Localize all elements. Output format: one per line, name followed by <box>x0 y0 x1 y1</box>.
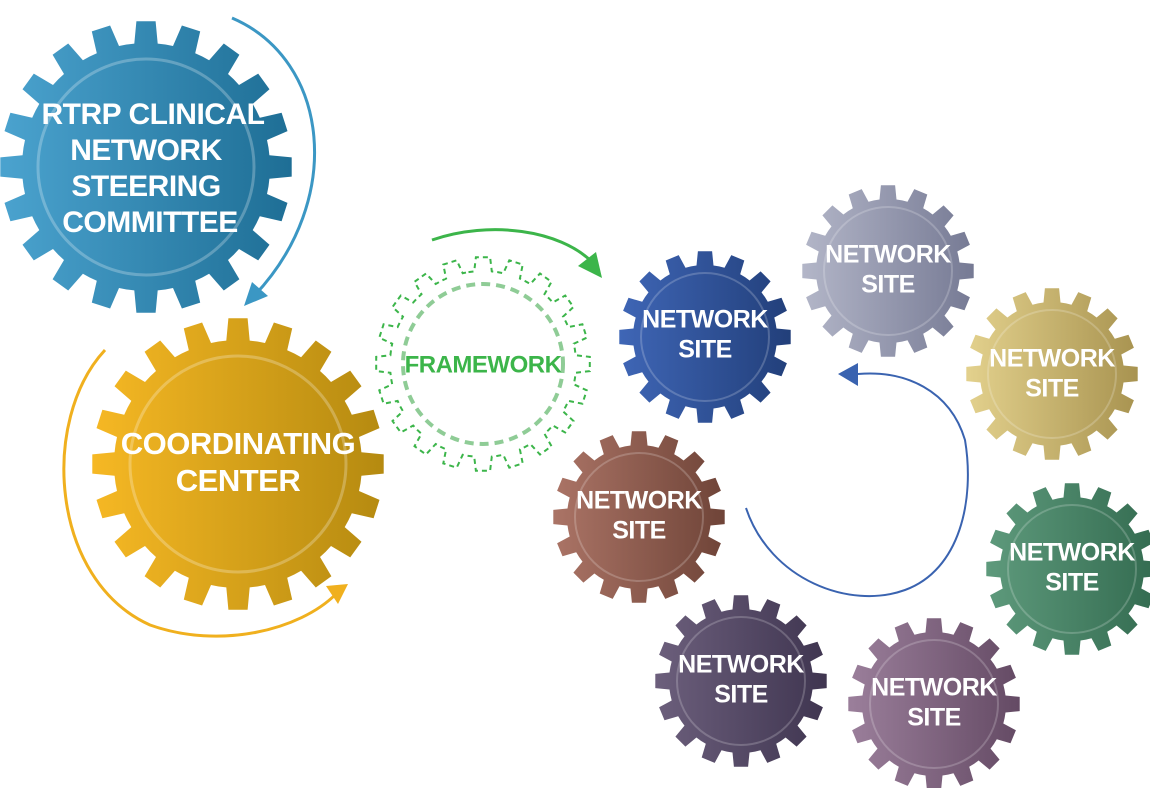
coordinating-label-line-1: COORDINATING <box>121 426 356 461</box>
network-site-gear: NETWORK SITE <box>655 595 827 767</box>
framework-gear: FRAMEWORK <box>375 256 591 472</box>
network-site-gear-shape <box>966 288 1138 460</box>
steering-label-line-1: RTRP CLINICAL <box>42 98 265 131</box>
network-site-gear-shape <box>553 431 725 603</box>
coordinating-label-line-2: CENTER <box>176 463 301 498</box>
network-site-label-line-2: SITE <box>1025 375 1079 403</box>
coordinating-arrowhead <box>326 584 348 604</box>
framework-gear-outline <box>375 256 591 472</box>
steering-to-coordinating-arrow <box>231 16 317 298</box>
steering-label-line-3: STEERING <box>71 170 220 203</box>
network-site-gear-hub <box>987 309 1117 439</box>
network-site-label-line-2: SITE <box>861 271 915 299</box>
network-site-gear: NETWORK SITE <box>966 288 1138 460</box>
network-site-gear-hub <box>640 272 770 402</box>
framework-to-site-arrow <box>431 228 594 264</box>
network-site-gear-shape <box>619 251 791 423</box>
steering-label-line-2: NETWORK <box>70 134 222 167</box>
coordinating-cycle-arrow <box>62 348 338 638</box>
framework-label: FRAMEWORK <box>405 351 563 378</box>
framework-arrowhead <box>578 252 602 278</box>
network-site-gear-shape <box>802 185 974 357</box>
sites-cycle-arrow <box>745 372 969 598</box>
network-site-gear: NETWORK SITE <box>553 431 725 603</box>
network-site-gear-shape <box>848 618 1020 788</box>
coordinating-gear-shape <box>92 318 384 610</box>
network-site-label-line-2: SITE <box>907 704 961 732</box>
network-site-label-line-2: SITE <box>1045 569 1099 597</box>
network-site-gear: NETWORK SITE <box>986 483 1150 655</box>
arrows-layer <box>62 16 969 638</box>
network-site-gear: NETWORK SITE <box>848 618 1020 788</box>
steering-committee-gear: RTRP CLINICAL NETWORK STEERING COMMITTEE <box>0 21 292 313</box>
network-site-label-line-1: NETWORK <box>642 306 768 334</box>
sites-arrowhead <box>838 363 858 386</box>
network-site-label-line-1: NETWORK <box>871 674 997 702</box>
network-site-label-line-2: SITE <box>612 517 666 545</box>
network-site-gear-shape <box>986 483 1150 655</box>
network-site-gear-hub <box>823 206 953 336</box>
network-site-label-line-1: NETWORK <box>1009 539 1135 567</box>
coordinating-center-gear: COORDINATING CENTER <box>92 318 384 610</box>
network-site-gear-hub <box>1007 504 1137 634</box>
coordinating-gear-hub <box>128 354 348 574</box>
network-site-label-line-1: NETWORK <box>989 345 1115 373</box>
network-site-label-line-2: SITE <box>678 336 732 364</box>
network-site-label-line-2: SITE <box>714 681 768 709</box>
steering-gear-shape <box>0 21 292 313</box>
network-site-gear: NETWORK SITE <box>802 185 974 357</box>
network-site-gear-hub <box>676 616 806 746</box>
steering-gear-hub <box>36 57 256 277</box>
network-site-gear-hub <box>869 639 999 769</box>
network-site-label-line-1: NETWORK <box>825 241 951 269</box>
network-site-gear-hub <box>574 452 704 582</box>
network-site-gear-shape <box>655 595 827 767</box>
network-site-label-line-1: NETWORK <box>576 487 702 515</box>
network-site-gear: NETWORK SITE <box>619 251 791 423</box>
framework-gear-ring <box>401 282 565 446</box>
steering-arrowhead <box>244 282 268 306</box>
network-site-label-line-1: NETWORK <box>678 651 804 679</box>
steering-label-line-4: COMMITTEE <box>62 206 238 239</box>
